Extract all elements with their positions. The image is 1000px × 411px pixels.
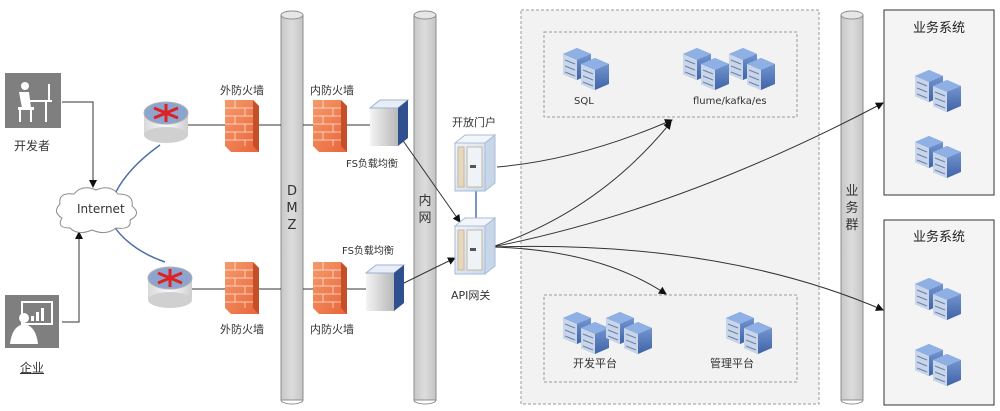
firewall-icon-inner-bottom <box>313 262 347 314</box>
internet-label: Internet <box>77 202 125 216</box>
business-system-title-1: 业务系统 <box>912 21 965 36</box>
stream-label: flume/kafka/es <box>693 96 767 107</box>
server-cluster-icon-biz1-b <box>915 136 961 178</box>
mgmt-platform-label: 管理平台 <box>710 357 754 370</box>
api-gateway-label: API网关 <box>451 289 491 302</box>
server-cluster-icon-stream-1 <box>683 48 729 90</box>
business-system-title-2: 业务系统 <box>912 230 965 245</box>
inner-firewall-bottom-label: 内防火墙 <box>310 323 354 336</box>
intranet-pillar <box>413 10 437 405</box>
link-developer-internet <box>62 101 97 188</box>
inner-firewall-top-label: 内防火墙 <box>310 84 354 97</box>
developer-label: 开发者 <box>14 139 51 153</box>
intranet-zone-label: 内 网 <box>418 194 432 226</box>
server-cluster-icon-biz2-b <box>915 344 961 386</box>
presenter-chart-icon <box>5 295 59 348</box>
server-cluster-icon-dev-2 <box>606 312 652 354</box>
load-balancer-icon-top <box>368 99 410 146</box>
portal-label: 开放门户 <box>452 116 496 129</box>
server-cluster-icon-dev-1 <box>563 312 609 354</box>
business-pillar <box>840 10 864 405</box>
load-balancer-icon-bottom <box>364 264 406 311</box>
portal-server-icon <box>453 133 497 193</box>
api-gateway-server-icon <box>453 216 497 276</box>
router-icon-top <box>143 101 189 143</box>
dmz-zone-label: D M Z <box>286 184 298 233</box>
server-cluster-icon-biz2-a <box>915 278 961 320</box>
cloud-icon <box>56 187 137 234</box>
firewall-icon-inner-top <box>313 100 347 152</box>
outer-firewall-top-label: 外防火墙 <box>220 84 264 97</box>
link-api-data <box>491 121 672 248</box>
link-api-platform <box>491 246 667 295</box>
enterprise-label: 企业 <box>20 361 45 375</box>
server-cluster-icon-sql <box>563 48 609 90</box>
developer-at-desk-icon <box>5 73 61 128</box>
link-internet-router-top <box>112 144 161 199</box>
lb-top-label: FS负载均衡 <box>346 159 398 170</box>
router-icon-bottom <box>147 266 193 308</box>
firewall-icon-outer-top <box>225 100 259 152</box>
dmz-pillar <box>280 10 304 405</box>
link-enterprise-internet <box>62 231 83 323</box>
sql-label: SQL <box>574 96 594 107</box>
server-cluster-icon-biz1-a <box>915 70 961 112</box>
server-cluster-icon-stream-2 <box>729 48 775 90</box>
business-zone-label: 业 务 群 <box>845 184 859 233</box>
dev-platform-label: 开发平台 <box>573 357 617 370</box>
server-cluster-icon-mgmt <box>726 312 772 354</box>
firewall-icon-outer-bottom <box>225 262 259 314</box>
outer-firewall-bottom-label: 外防火墙 <box>220 323 264 336</box>
link-api-business-1 <box>491 102 884 248</box>
link-internet-router-bottom <box>112 224 166 263</box>
lb-bottom-label: FS负载均衡 <box>342 246 394 257</box>
link-api-business-2 <box>491 245 884 311</box>
link-portal-data <box>496 119 673 168</box>
